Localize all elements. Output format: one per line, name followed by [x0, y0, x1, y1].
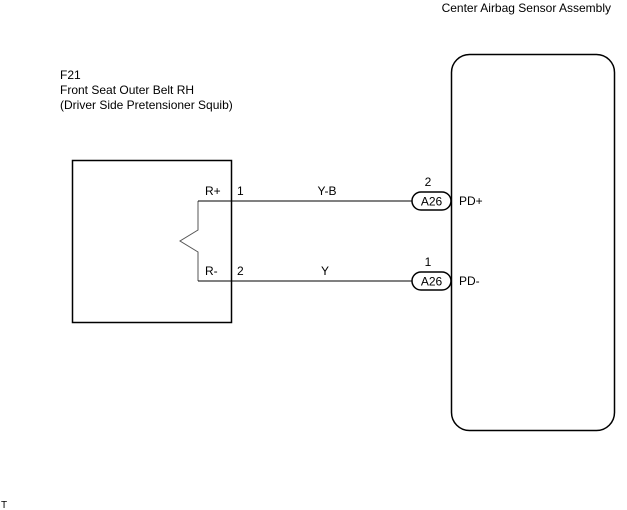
connector-pin: 2 [425, 175, 432, 189]
component-name: Front Seat Outer Belt RH [60, 83, 195, 97]
connector-a26-pin2 [411, 191, 452, 211]
component-description: (Driver Side Pretensioner Squib) [60, 98, 233, 112]
component-box [71, 159, 233, 324]
terminal-r-plus-label: R+ [205, 184, 221, 198]
wire-color-label: Y [321, 264, 329, 278]
terminal-r-minus-pin: 2 [237, 264, 244, 278]
component-code: F21 [60, 68, 81, 82]
terminal-r-plus-pin: 1 [237, 184, 244, 198]
ecu-title: Center Airbag Sensor Assembly [441, 1, 611, 15]
connector-label: A26 [421, 275, 443, 289]
ecu-terminal-pd-plus: PD+ [459, 194, 483, 208]
wire-color-label: Y-B [318, 184, 337, 198]
ecu-box [450, 53, 616, 432]
squib-icon [179, 201, 199, 281]
ecu-terminal-pd-minus: PD- [459, 274, 480, 288]
connector-label: A26 [421, 195, 443, 209]
connector-pin: 1 [425, 255, 432, 269]
connector-a26-pin1 [411, 271, 452, 291]
footer-mark: T [1, 500, 7, 510]
terminal-r-minus-label: R- [205, 264, 218, 278]
